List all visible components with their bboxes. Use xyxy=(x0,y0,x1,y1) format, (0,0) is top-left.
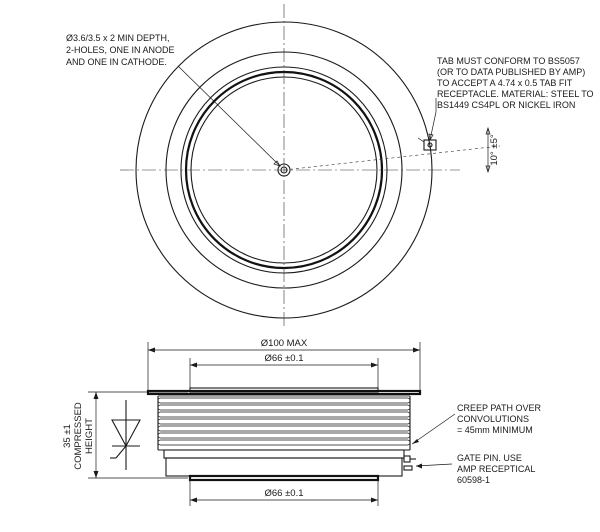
bottom-contact-label: Ø66 ±0.1 xyxy=(264,488,303,499)
svg-text:35 ±1: 35 ±1 xyxy=(62,424,73,448)
overall-diameter-dimension: Ø100 MAX xyxy=(147,338,421,392)
svg-text:TAB MUST CONFORM TO BS5057: TAB MUST CONFORM TO BS5057 xyxy=(437,56,580,66)
gate-note: GATE PIN. USE AMP RECEPTICAL 60598-1 xyxy=(457,453,535,485)
hole-note: Ø3.6/3.5 x 2 MIN DEPTH, 2-HOLES, ONE IN … xyxy=(66,33,175,67)
svg-text:(OR TO DATA PUBLISHED BY AMP): (OR TO DATA PUBLISHED BY AMP) xyxy=(437,67,585,77)
svg-text:COMPRESSED: COMPRESSED xyxy=(73,402,84,470)
ceramic-convolutions xyxy=(157,396,411,451)
svg-text:RECEPTACLE. MATERIAL: STEEL TO: RECEPTACLE. MATERIAL: STEEL TO xyxy=(437,89,594,99)
svg-text:= 45mm MINIMUM: = 45mm MINIMUM xyxy=(457,425,533,435)
tab-angle-line xyxy=(283,145,501,171)
svg-text:GATE PIN. USE: GATE PIN. USE xyxy=(457,453,522,463)
svg-text:CREEP PATH OVER: CREEP PATH OVER xyxy=(457,403,542,413)
svg-text:TO ACCEPT A 4.74 x 0.5 TAB FIT: TO ACCEPT A 4.74 x 0.5 TAB FIT xyxy=(437,78,573,88)
bottom-ring xyxy=(163,449,405,459)
top-view: 10° ±5° Ø3.6/3.5 x 2 MIN DEPTH, 2-HOLES,… xyxy=(66,4,594,328)
creep-note-leader xyxy=(411,413,456,445)
bottom-body xyxy=(165,457,403,477)
thyristor-symbol xyxy=(110,400,141,470)
top-contact-dimension: Ø66 ±0.1 xyxy=(189,353,379,388)
tab-note-leader xyxy=(429,111,437,141)
svg-text:HEIGHT: HEIGHT xyxy=(84,418,95,454)
svg-text:AMP RECEPTICAL: AMP RECEPTICAL xyxy=(457,464,535,474)
creep-note: CREEP PATH OVER CONVOLUTIONS = 45mm MINI… xyxy=(457,403,542,435)
top-flange xyxy=(146,389,422,396)
tab-note: TAB MUST CONFORM TO BS5057 (OR TO DATA P… xyxy=(437,56,594,110)
hole-note-leader xyxy=(177,65,281,167)
top-contact-label: Ø66 ±0.1 xyxy=(264,353,303,364)
gate-tab xyxy=(417,137,437,151)
svg-text:BS1449 CS4PL OR NICKEL IRON: BS1449 CS4PL OR NICKEL IRON xyxy=(437,100,575,110)
svg-text:60598-1: 60598-1 xyxy=(457,475,490,485)
side-view: Ø100 MAX Ø66 ±0.1 xyxy=(62,338,542,506)
bottom-contact-dimension: Ø66 ±0.1 xyxy=(189,480,379,506)
angle-label: 10° ±5° xyxy=(489,134,500,166)
svg-text:Ø3.6/3.5 x 2 MIN DEPTH,: Ø3.6/3.5 x 2 MIN DEPTH, xyxy=(66,33,170,43)
height-dimension: 35 ±1 COMPRESSED HEIGHT xyxy=(62,391,188,479)
gate-pin xyxy=(403,455,416,471)
svg-text:2-HOLES, ONE IN ANODE: 2-HOLES, ONE IN ANODE xyxy=(66,45,175,55)
svg-text:CONVOLUTIONS: CONVOLUTIONS xyxy=(457,414,529,424)
bottom-pole-piece xyxy=(188,474,380,482)
angle-dimension: 10° ±5° xyxy=(485,126,500,174)
svg-text:AND ONE IN CATHODE.: AND ONE IN CATHODE. xyxy=(66,57,167,67)
overall-diameter-label: Ø100 MAX xyxy=(261,338,308,349)
